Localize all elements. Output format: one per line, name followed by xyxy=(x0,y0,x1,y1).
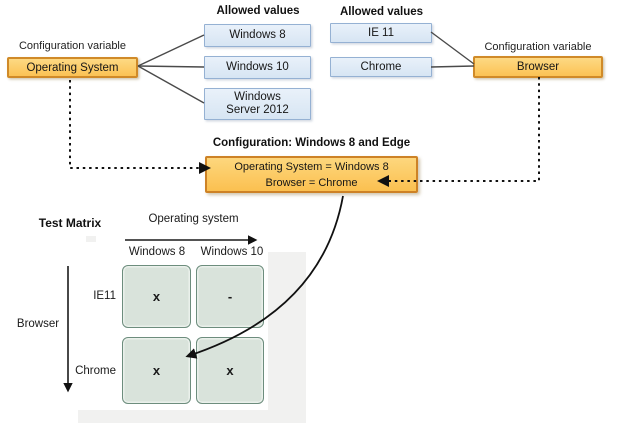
configuration-line1: Operating System = Windows 8 xyxy=(234,160,389,173)
configuration-heading: Configuration: Windows 8 and Edge xyxy=(212,137,411,149)
browser-value-chrome-label: Chrome xyxy=(360,60,402,73)
os-variable-caption: Configuration variable xyxy=(18,40,126,52)
os-value-windows-server: Windows Server 2012 xyxy=(204,88,311,120)
column-header-windows8: Windows 8 xyxy=(128,246,186,258)
x-axis-label: Operating system xyxy=(148,213,239,225)
browser-value-chrome: Chrome xyxy=(330,57,432,77)
ie11-to-browser-line xyxy=(430,31,475,65)
os-value-windows8-label: Windows 8 xyxy=(229,29,286,41)
cell-value: x xyxy=(152,363,161,378)
browser-variable-caption: Configuration variable xyxy=(484,41,592,53)
chrome-to-browser-line xyxy=(430,65,475,68)
row-label-chrome: Chrome xyxy=(75,365,116,377)
os-to-configuration-dotted-arrow xyxy=(69,80,211,174)
matrix-cell-ie11-windows8: x xyxy=(122,265,191,328)
os-variable-label: Operating System xyxy=(26,61,119,74)
y-axis-label: Browser xyxy=(16,318,60,330)
cell-value: x xyxy=(226,363,234,378)
cell-value: - xyxy=(227,289,233,304)
os-to-windows10-line xyxy=(137,65,205,68)
matrix-cell-chrome-windows10: x xyxy=(196,337,264,404)
test-matrix-title: Test Matrix xyxy=(38,216,102,230)
browser-value-ie11-label: IE 11 xyxy=(368,26,394,39)
browser-allowed-values-heading: Allowed values xyxy=(339,6,424,18)
os-to-windows-server-line xyxy=(137,65,205,104)
os-variable-box: Operating System xyxy=(7,57,138,78)
os-allowed-values-heading: Allowed values xyxy=(216,5,300,17)
matrix-cell-ie11-windows10: - xyxy=(196,265,264,328)
column-header-windows10: Windows 10 xyxy=(200,246,264,258)
cell-value: x xyxy=(152,289,161,304)
matrix-cell-chrome-windows8: x xyxy=(122,337,191,404)
browser-variable-label: Browser xyxy=(516,61,560,73)
os-value-windows10-label: Windows 10 xyxy=(226,61,289,73)
matrix-panel-bottom xyxy=(78,410,306,423)
matrix-panel-right xyxy=(268,252,306,423)
configuration-box: Operating System = Windows 8 Browser = C… xyxy=(205,156,418,193)
row-label-ie11: IE11 xyxy=(93,290,116,302)
os-to-windows8-line xyxy=(137,34,205,67)
os-value-windows8: Windows 8 xyxy=(204,24,311,47)
os-value-windows-server-label: Windows Server 2012 xyxy=(226,91,289,116)
matrix-panel-fragment xyxy=(86,236,96,242)
os-value-windows10: Windows 10 xyxy=(204,56,311,79)
configuration-line2: Browser = Chrome xyxy=(265,176,358,189)
browser-variable-box: Browser xyxy=(473,56,603,78)
browser-value-ie11: IE 11 xyxy=(330,23,432,43)
